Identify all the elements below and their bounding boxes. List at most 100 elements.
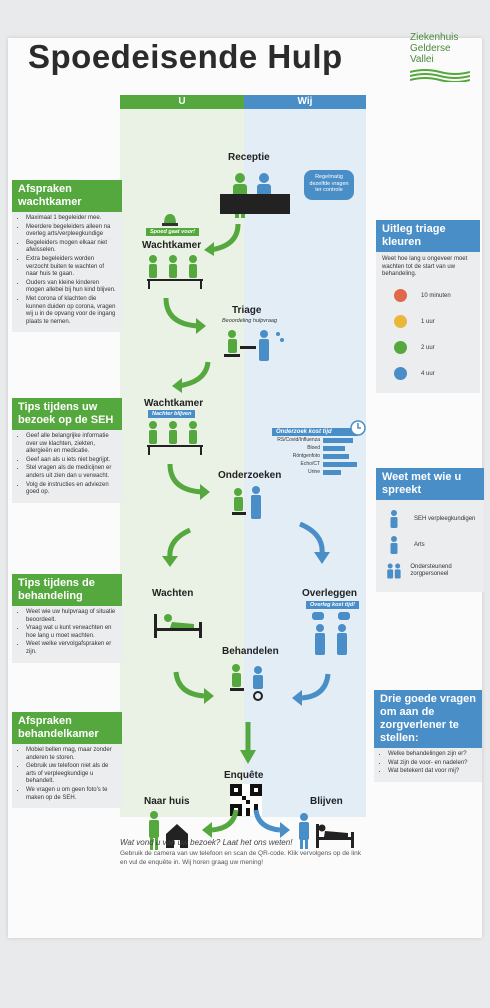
speech-bubble: Regelmatig dezelfde vragen ter controle	[304, 170, 354, 200]
list-item: Met corona of klachten die kunnen duiden…	[26, 296, 116, 326]
arrow-down-left-icon-2	[172, 361, 211, 393]
clock-icon	[350, 420, 366, 436]
reception-desk-icon	[220, 173, 290, 218]
hospital-logo: Ziekenhuis Gelderse Vallei	[410, 32, 459, 65]
step-wachtkamer-1: Wachtkamer	[142, 240, 202, 251]
triage-dot-icon	[394, 367, 407, 381]
step-onderzoeken: Onderzoeken	[218, 470, 282, 481]
list-item: Wat betekent dat voor mij?	[388, 768, 476, 776]
list-item: Extra begeleiders worden verzocht buiten…	[26, 256, 116, 279]
list-item: Weet welke vervolgafspraken er zijn.	[26, 641, 116, 656]
list-item: Volg de instructies en adviezen goed op.	[26, 482, 116, 497]
triage-subtitle: Beoordeling hulpvraag	[222, 318, 278, 324]
list-item: Vraag wat u kunt verwachten en hoe lang …	[26, 625, 116, 640]
arrow-right-green-icon	[173, 671, 214, 704]
panel-afspraken-behandelkamer: Afspraken behandelkamer Mobiel bellen ma…	[12, 712, 122, 809]
wachtkamer-2-tag: Nachter blijven	[148, 410, 196, 418]
waiting-people-icon-2	[147, 421, 203, 455]
column-header-u: U	[120, 95, 244, 109]
footer: Wat vond u van uw bezoek? Laat het ons w…	[120, 838, 370, 867]
panel-list: Maximaal 1 begeleider mee.Meerdere begel…	[12, 212, 122, 332]
onderzoek-row: RS/Covid/Influenza	[272, 436, 358, 444]
arrow-left-blue-icon	[292, 673, 331, 706]
logo-waves-icon	[410, 69, 470, 82]
footer-text: Gebruik de camera van uw telefoon en sca…	[120, 850, 361, 866]
triage-time-label: 2 uur	[421, 344, 435, 351]
list-item: Stel vragen als de medicijnen er anders …	[26, 465, 116, 480]
step-wachtkamer-2: Wachtkamer	[144, 398, 204, 409]
arrow-down-left-icon	[204, 223, 241, 256]
panel-title: Uitleg triage kleuren	[376, 220, 480, 252]
staff-row: Ondersteunend zorgpersoneel	[386, 558, 478, 584]
panel-title: Weet met wie u spreekt	[376, 468, 484, 500]
treatment-icon	[230, 664, 263, 701]
list-item: Gebruik uw telefoon niet als de arts of …	[26, 763, 116, 786]
panel-list: Weet wie uw hulpvraag of situatie beoord…	[12, 606, 122, 663]
onderzoek-label: Bloed	[307, 445, 320, 451]
staff-label: Ondersteunend zorgpersoneel	[410, 564, 452, 577]
arrow-right-blue-icon	[253, 809, 290, 838]
examination-icon	[232, 486, 261, 519]
list-item: Welke behandelingen zijn er?	[388, 751, 476, 759]
onderzoek-row: Bloed	[272, 444, 358, 452]
spoed-tag: Spoed gaat voor!	[146, 228, 199, 236]
panel-triage-kleuren: Uitleg triage kleuren Weet hoe lang u on…	[376, 220, 480, 393]
staff-person-icon	[390, 510, 398, 528]
alarm-light-icon	[162, 214, 178, 226]
step-wachten: Wachten	[152, 588, 194, 599]
panel-title: Afspraken wachtkamer	[12, 180, 122, 212]
go-home-icon	[149, 811, 188, 850]
arrow-down-icon	[240, 722, 256, 764]
triage-time-label: 1 uur	[421, 318, 435, 325]
triage-dot-icon	[394, 341, 407, 355]
onderzoek-bar	[323, 437, 353, 443]
overleg-tag: Overleg kost tijd!	[306, 601, 359, 609]
triage-dot-icon	[394, 315, 407, 329]
staff-label: SEH verpleegkundigen	[414, 515, 476, 522]
step-naar-huis: Naar huis	[144, 796, 190, 807]
admission-bed-icon	[299, 813, 354, 849]
staff-row: SEH verpleegkundigen	[386, 506, 478, 532]
onderzoek-bar	[323, 469, 341, 475]
step-enquete: Enquête	[224, 770, 264, 781]
list-item: Maximaal 1 begeleider mee.	[26, 215, 116, 223]
triage-time-label: 10 minuten	[421, 292, 451, 299]
arrow-left-green-icon	[202, 809, 239, 838]
onderzoek-row: Urine	[272, 468, 358, 476]
onderzoek-label: Urine	[308, 469, 320, 475]
onderzoek-bar	[323, 445, 345, 451]
panel-list: Mobiel bellen mag, maar zonder anderen t…	[12, 744, 122, 808]
panel-tips-bezoek: Tips tijdens uw bezoek op de SEH Geef al…	[12, 398, 122, 503]
list-item: Begeleiders mogen elkaar niet afwisselen…	[26, 240, 116, 255]
onderzoek-bar	[323, 461, 357, 467]
step-behandelen: Behandelen	[222, 646, 279, 657]
panel-list: Geef alle belangrijke informatie over uw…	[12, 430, 122, 503]
staff-person-icon	[387, 563, 401, 579]
panel-afspraken-wachtkamer: Afspraken wachtkamer Maximaal 1 begeleid…	[12, 180, 122, 333]
page-title: Spoedeisende Hulp	[28, 38, 343, 75]
list-item: Geef aan als u iets niet begrijpt.	[26, 457, 116, 465]
list-item: We vragen u om geen foto's te maken op d…	[26, 787, 116, 802]
arrow-down-right-icon	[163, 297, 206, 334]
triage-color-row: 2 uur	[394, 335, 474, 361]
panel-list: Welke behandelingen zijn er?Wat zijn de …	[374, 748, 482, 782]
onderzoek-kost-tijd-header: Onderzoek kost tijd	[272, 428, 358, 436]
panel-title: Drie goede vragen om aan de zorgverlener…	[374, 690, 482, 748]
panel-tips-behandeling: Tips tijdens de behandeling Weet wie uw …	[12, 574, 122, 663]
arrow-down-right-icon-2	[167, 463, 210, 500]
staff-row: Arts	[386, 532, 478, 558]
triage-dot-icon	[394, 289, 407, 303]
list-item: Wat zijn de voor- en nadelen?	[388, 760, 476, 768]
triage-scene-icon	[224, 330, 284, 361]
step-receptie: Receptie	[228, 152, 270, 163]
onderzoek-row: Echo/CT	[272, 460, 358, 468]
staff-person-icon	[390, 536, 398, 554]
onderzoek-label: RS/Covid/Influenza	[277, 437, 320, 443]
panel-intro: Weet hoe lang u ongeveer moet wachten to…	[382, 256, 468, 278]
footer-heading: Wat vond u van uw bezoek? Laat het ons w…	[120, 838, 293, 847]
step-blijven: Blijven	[310, 796, 343, 807]
panel-title: Tips tijdens de behandeling	[12, 574, 122, 606]
